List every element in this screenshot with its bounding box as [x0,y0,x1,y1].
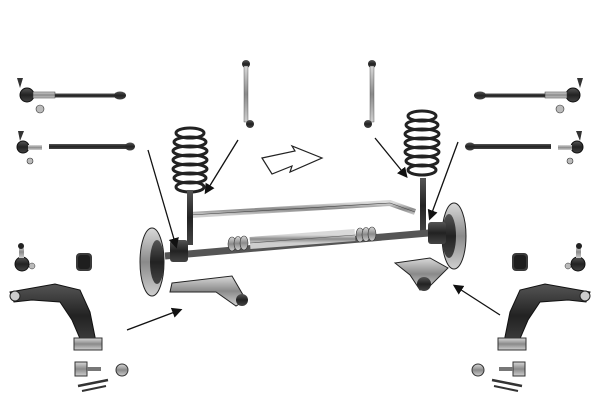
tie-rod-end-right-lower [465,131,584,165]
stabilizer-link-right [364,60,376,128]
ball-joint-right [564,243,586,272]
axle-assembly [139,178,467,307]
pointer-arrows [126,137,501,331]
tie-rod-end-left-upper [17,78,126,114]
ball-joint-left [14,243,36,272]
stabilizer-link-left [242,60,254,128]
tie-rod-end-right-upper [474,78,583,114]
mounting-hardware-left [74,361,129,392]
control-arm-left [9,283,103,351]
coil-spring-left [171,126,209,194]
mounting-hardware-right [471,361,526,392]
stabilizer-bushing-left [76,253,92,271]
stabilizer-bushing-right [512,253,528,271]
direction-arrow [261,144,324,175]
tie-rod-end-left-lower [16,131,135,165]
coil-spring-right [403,109,441,177]
control-arm-right [497,283,591,351]
